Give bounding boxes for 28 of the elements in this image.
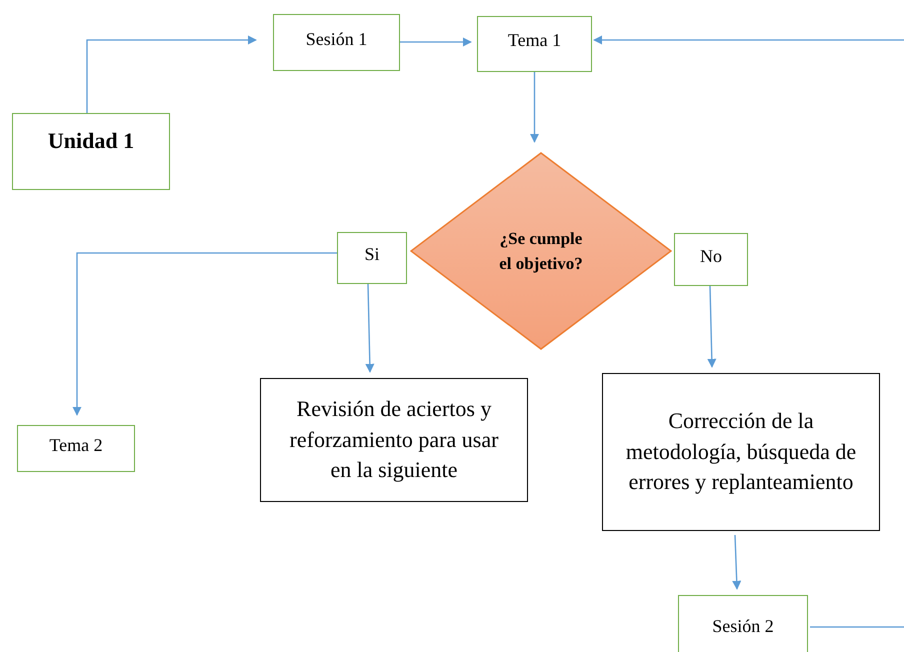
node-label: Si — [364, 244, 380, 266]
node-label: No — [700, 246, 722, 268]
node-label: Corrección de la metodología, búsqueda de errores y replanteamiento — [624, 406, 858, 496]
process-box — [602, 373, 880, 531]
process-box — [477, 16, 592, 72]
decision-diamond — [410, 152, 672, 350]
node-label: Revisión de aciertos y reforzamiento para usar en la siguiente — [288, 394, 500, 484]
arrow — [86, 35, 257, 113]
arrow — [593, 35, 904, 45]
arrow — [707, 286, 716, 368]
node-label: ¿Se cumple el objetivo? — [498, 228, 584, 275]
node-label: Sesión 1 — [306, 28, 368, 50]
node-label: Sesión 2 — [712, 616, 774, 638]
arrow — [732, 534, 742, 590]
node-label: Tema 1 — [508, 30, 562, 52]
process-box — [678, 595, 808, 652]
process-box — [337, 232, 407, 284]
process-box — [273, 14, 400, 71]
process-box — [17, 425, 135, 472]
arrow — [400, 37, 472, 47]
process-box — [674, 233, 748, 286]
arrow — [530, 72, 540, 143]
arrow — [72, 252, 337, 416]
node-label: Tema 2 — [49, 434, 103, 456]
unit-box — [12, 113, 170, 190]
node-label: Unidad 1 — [48, 128, 134, 155]
process-box — [260, 378, 528, 502]
arrow — [365, 284, 374, 373]
